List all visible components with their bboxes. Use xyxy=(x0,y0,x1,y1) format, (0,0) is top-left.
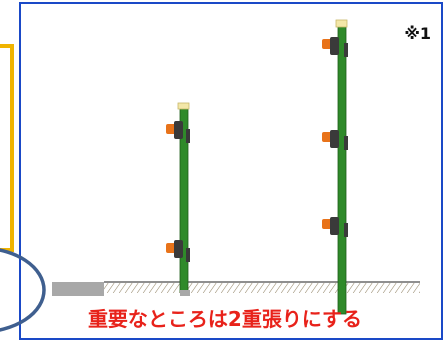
insulator xyxy=(166,121,190,143)
highlight-ellipse xyxy=(0,248,46,332)
insulator xyxy=(322,217,348,237)
note-mark: ※1 xyxy=(404,24,431,43)
ground xyxy=(52,281,420,296)
insulator xyxy=(322,37,348,57)
ground-hatch xyxy=(104,283,420,293)
tall-post xyxy=(322,19,348,315)
caption: 重要なところは2重張りにする xyxy=(87,307,363,331)
concrete-block xyxy=(52,282,104,296)
post-cap xyxy=(335,19,348,28)
short-post xyxy=(166,102,190,296)
post-cap xyxy=(177,102,190,110)
insulator xyxy=(166,240,190,262)
insulator xyxy=(322,130,348,150)
